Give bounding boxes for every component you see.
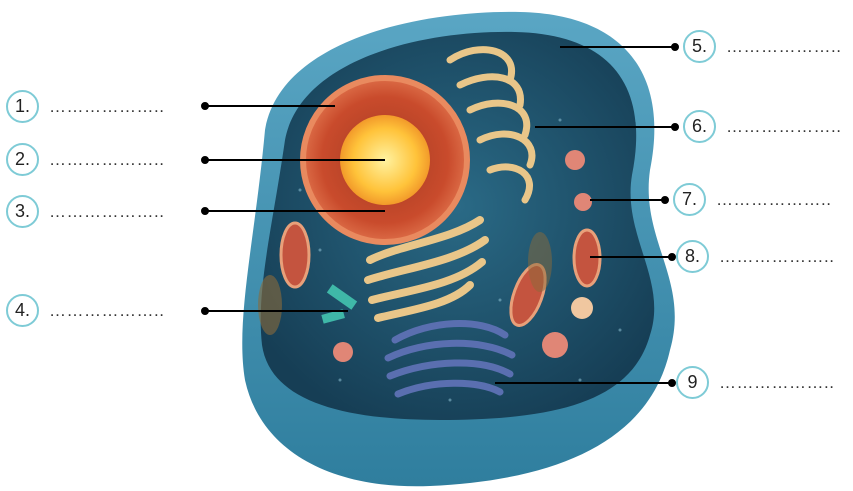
- label-8-blank[interactable]: ………………..: [719, 247, 834, 267]
- label-1-number: 1.: [6, 90, 39, 123]
- label-9-blank[interactable]: ………………..: [719, 373, 834, 393]
- label-3-number: 3.: [6, 195, 39, 228]
- label-2-number: 2.: [6, 143, 39, 176]
- label-4-number: 4.: [6, 294, 39, 327]
- label-4: 4. ………………..: [6, 294, 164, 327]
- label-5-number: 5.: [683, 30, 716, 63]
- label-8-number: 8.: [676, 240, 709, 273]
- label-6: 6. ………………..: [683, 110, 841, 143]
- label-7: 7. ………………..: [673, 183, 831, 216]
- label-9-number: 9: [676, 366, 709, 399]
- label-2-blank[interactable]: ………………..: [49, 150, 164, 170]
- label-7-blank[interactable]: ………………..: [716, 190, 831, 210]
- label-5-blank[interactable]: ………………..: [726, 37, 841, 57]
- label-9: 9 ………………..: [676, 366, 834, 399]
- label-1: 1. ………………..: [6, 90, 164, 123]
- label-4-blank[interactable]: ………………..: [49, 301, 164, 321]
- label-6-number: 6.: [683, 110, 716, 143]
- label-8: 8. ………………..: [676, 240, 834, 273]
- label-5: 5. ………………..: [683, 30, 841, 63]
- label-1-blank[interactable]: ………………..: [49, 97, 164, 117]
- label-3-blank[interactable]: ………………..: [49, 202, 164, 222]
- label-6-blank[interactable]: ………………..: [726, 117, 841, 137]
- label-7-number: 7.: [673, 183, 706, 216]
- label-2: 2. ………………..: [6, 143, 164, 176]
- label-3: 3. ………………..: [6, 195, 164, 228]
